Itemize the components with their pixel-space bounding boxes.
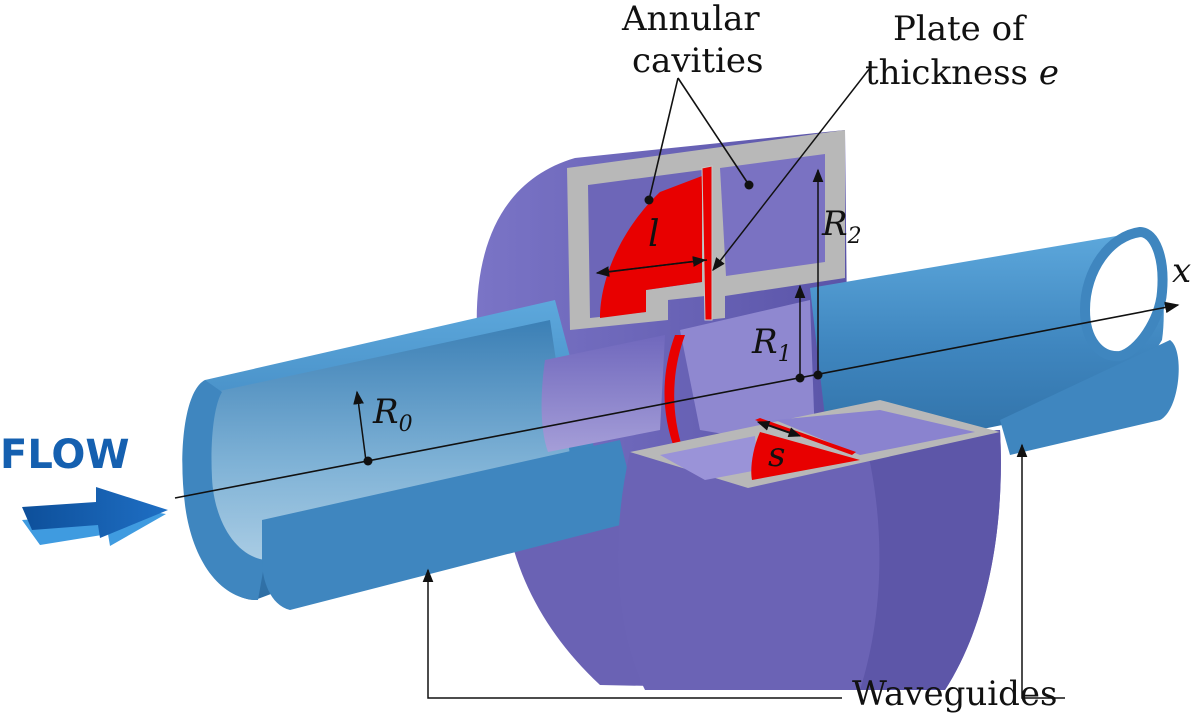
s-label: s <box>768 435 785 475</box>
r1-label-sub: 1 <box>778 342 792 367</box>
pipe-left <box>182 300 640 610</box>
r1-label: R1 <box>751 322 792 367</box>
r0-arrow <box>353 390 367 462</box>
upper-cavity-right-chamber <box>720 154 825 276</box>
plate-label-line2: thickness e <box>865 53 1059 93</box>
pipe-right <box>810 226 1179 460</box>
annular-leader-right <box>677 77 750 186</box>
pipe-right-opening <box>1079 226 1168 362</box>
waveguide-leader-right <box>1016 443 1065 699</box>
r0-label-main: R <box>372 392 399 432</box>
lower-cavity-opening-right <box>775 410 975 455</box>
annular-cavities-label-line1: Annular <box>621 0 760 39</box>
pipe-right-lower-lip <box>1000 340 1179 455</box>
r0-label: R0 <box>372 392 413 437</box>
pipe-left-inner <box>209 320 571 560</box>
lower-cavity-section <box>618 400 1001 690</box>
x-axis-label: x <box>1172 251 1191 291</box>
plate-upper <box>701 165 713 321</box>
annular-leader-left <box>648 77 679 201</box>
annular-cavities-label-line2: cavities <box>632 41 764 81</box>
plate-lower <box>755 418 856 455</box>
r1-label-main: R <box>751 322 778 362</box>
r2-label-sub: 2 <box>847 224 862 249</box>
waveguide-leader-left <box>422 568 842 699</box>
plate-label-line1: Plate of <box>893 9 1027 49</box>
upper-cavity-section <box>567 130 845 330</box>
cavity-inner-bore <box>541 335 665 452</box>
x-axis-line <box>174 301 1180 499</box>
cavity-inner-bore-right <box>680 300 815 445</box>
upper-cavity-red-face <box>600 176 702 318</box>
plate-label-text: thickness <box>865 53 1039 93</box>
r0-label-sub: 0 <box>399 412 413 437</box>
r2-label: R2 <box>821 204 862 249</box>
flow-label: FLOW <box>0 432 130 478</box>
pipe-left-front-rim <box>182 380 265 600</box>
flow-arrow-shape <box>22 487 168 538</box>
plate-leader <box>712 67 871 272</box>
lower-cavity-front-block-shade <box>860 430 1001 690</box>
plate-label-var: e <box>1039 53 1059 93</box>
flow-arrow <box>22 487 168 546</box>
pipe-left-lower-half <box>262 440 640 610</box>
l-dimension-arrow-back <box>599 256 707 274</box>
lower-cavity-opening-left <box>660 436 758 480</box>
lower-cavity-red-face <box>751 432 860 480</box>
l-label: l <box>648 214 660 255</box>
waveguides-label: Waveguides <box>852 674 1057 714</box>
plate-edge <box>664 335 685 450</box>
r2-label-main: R <box>821 204 848 244</box>
s-dimension-arrow-back <box>756 420 799 437</box>
